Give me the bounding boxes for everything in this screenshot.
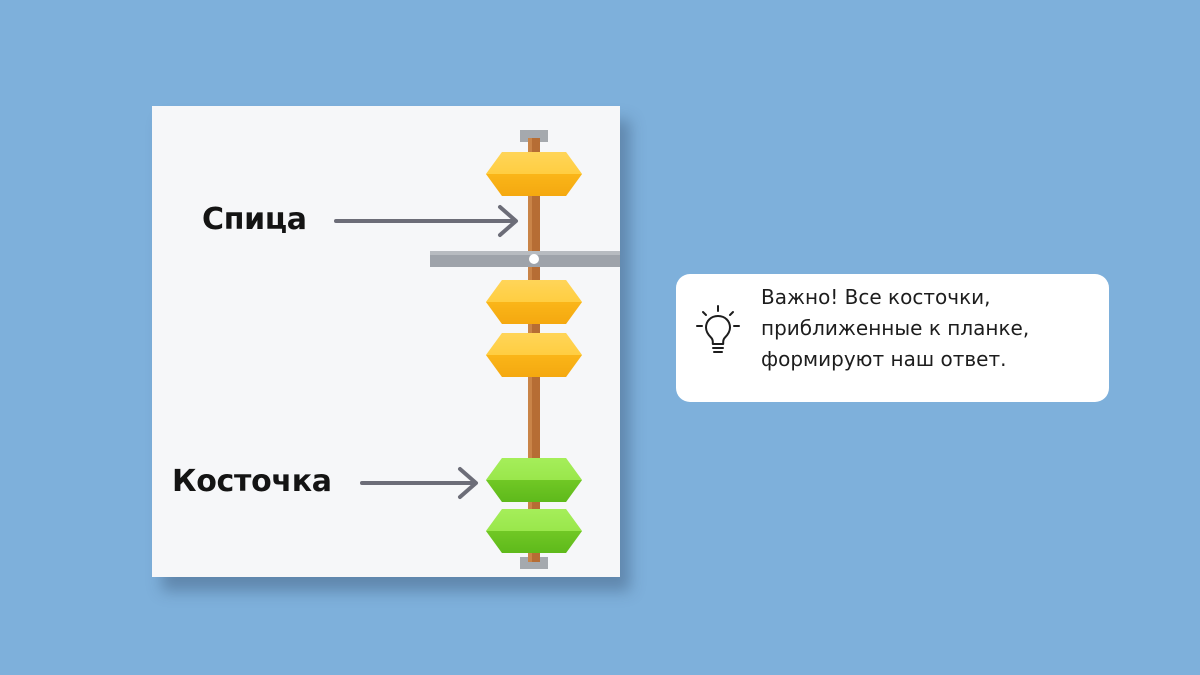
tip-callout: Важно! Все косточки, приближенные к план… (676, 274, 1109, 402)
rod-top-cap (520, 130, 548, 142)
bead-yellow-top (486, 152, 582, 196)
bar-pivot (529, 254, 539, 264)
bead-label: Косточка (172, 464, 332, 499)
bead-arrow (360, 467, 478, 499)
tip-line-2: приближенные к планке, (761, 316, 1030, 340)
abacus-illustration (334, 130, 620, 569)
tip-line-3: формируют наш ответ. (761, 347, 1007, 371)
rod-bottom-cap (520, 557, 548, 569)
bead-green-lower (486, 509, 582, 553)
rod-label: Спица (202, 202, 307, 237)
rod-arrow (334, 205, 518, 237)
bead-yellow-middle (486, 280, 582, 324)
bead-green-upper (486, 458, 582, 502)
bead-yellow-lower (486, 333, 582, 377)
tip-text: Важно! Все косточки, приближенные к план… (761, 282, 1101, 375)
lightbulb-icon (694, 304, 742, 365)
abacus-panel: Спица Косточка (152, 106, 620, 577)
tip-line-1: Важно! Все косточки, (761, 285, 991, 309)
divider-bar-highlight (430, 251, 620, 255)
